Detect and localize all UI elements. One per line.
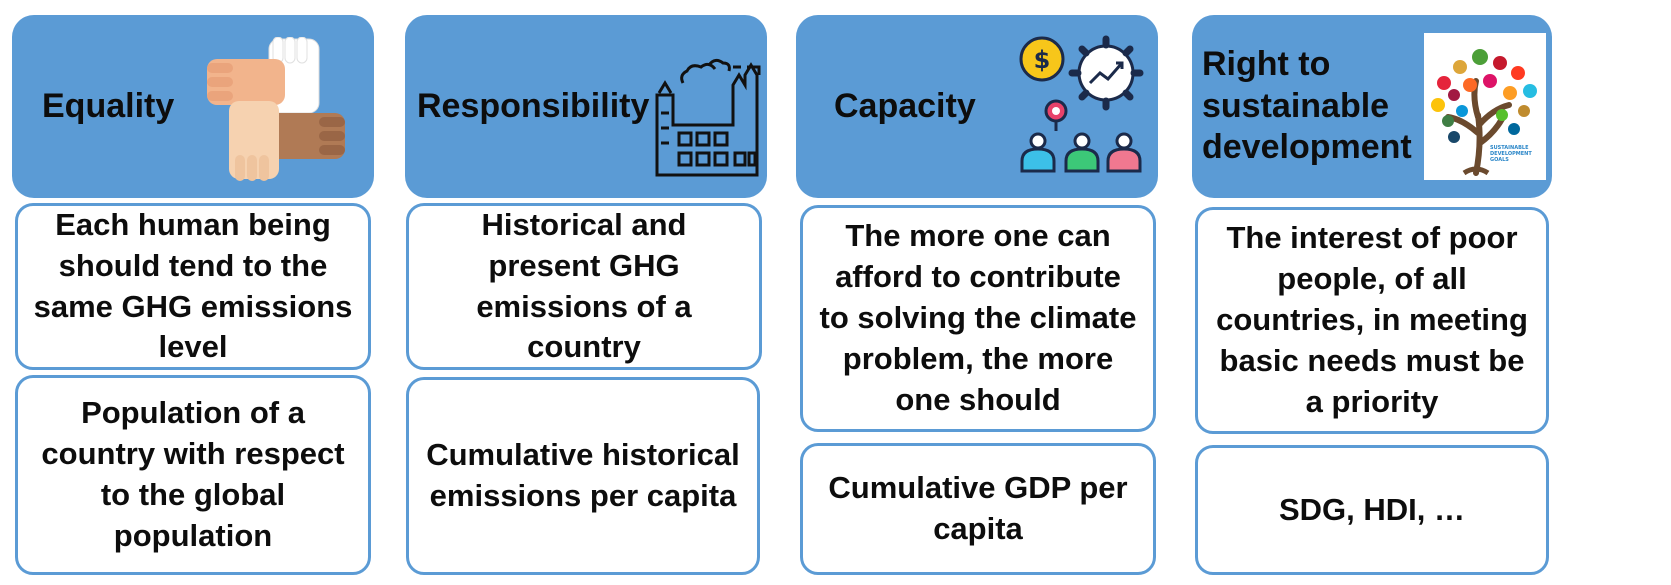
equality-principle-text: Each human being should tend to the same…	[33, 206, 353, 365]
factory-icon	[655, 58, 761, 177]
hands-together-icon	[207, 37, 345, 181]
equality-principle-box: Each human being should tend to the same…	[15, 203, 371, 370]
responsibility-header: Responsibility	[405, 15, 767, 198]
capacity-indicator-text: Cumulative GDP per capita	[828, 470, 1128, 546]
equality-indicator-box: Population of a country with respect to …	[15, 375, 371, 575]
right-to-development-principle-box: The interest of poor people, of all coun…	[1195, 207, 1549, 434]
right-to-development-indicator-text: SDG, HDI, …	[1278, 491, 1465, 527]
right-to-development-header: Right to sustainable development SUSTAIN…	[1192, 15, 1552, 198]
right-to-development-indicator-box: SDG, HDI, …	[1195, 445, 1549, 575]
responsibility-principle-text: Historical and present GHG emissions of …	[476, 206, 692, 365]
right-to-development-title: Right to sustainable development	[1202, 45, 1412, 167]
capacity-indicator-box: Cumulative GDP per capita	[800, 443, 1156, 575]
capacity-principle-text: The more one can afford to contribute to…	[819, 218, 1137, 417]
equality-header: Equality	[12, 15, 374, 198]
right-to-development-principle-text: The interest of poor people, of all coun…	[1216, 220, 1528, 419]
responsibility-principle-box: Historical and present GHG emissions of …	[406, 203, 762, 370]
responsibility-indicator-text: Cumulative historical emissions per capi…	[426, 437, 740, 513]
responsibility-indicator-box: Cumulative historical emissions per capi…	[406, 377, 760, 575]
capacity-principle-box: The more one can afford to contribute to…	[800, 205, 1156, 432]
equality-title: Equality	[42, 86, 175, 125]
svg-text:$: $	[1034, 46, 1051, 74]
capacity-growth-icon: $	[1019, 35, 1144, 173]
sdg-tree-icon: SUSTAINABLE DEVELOPMENT GOALS	[1424, 33, 1546, 180]
responsibility-title: Responsibility	[417, 86, 650, 125]
equality-indicator-text: Population of a country with respect to …	[41, 395, 345, 553]
sdg-logo-text: SUSTAINABLE DEVELOPMENT GOALS	[1490, 145, 1532, 163]
capacity-header: Capacity $	[796, 15, 1158, 198]
capacity-title: Capacity	[834, 86, 976, 125]
